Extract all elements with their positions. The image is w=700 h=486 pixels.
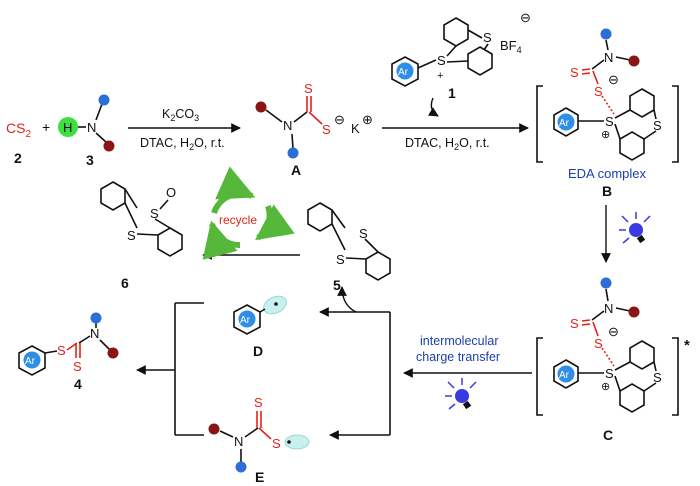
svg-text:*: * — [684, 337, 690, 354]
svg-text:⊖: ⊖ — [334, 112, 345, 127]
svg-text:S: S — [73, 359, 82, 374]
svg-text:K2CO3: K2CO3 — [162, 107, 199, 123]
svg-text:N: N — [604, 301, 613, 316]
svg-text:S: S — [605, 366, 614, 381]
light-bulb-icon — [619, 212, 651, 244]
svg-text:+: + — [437, 70, 443, 82]
svg-text:S: S — [150, 206, 159, 221]
svg-text:CS2: CS2 — [6, 120, 31, 140]
svg-text:S: S — [336, 252, 345, 267]
blue-substituent-dot — [98, 94, 110, 106]
compound-label-5: 5 — [333, 277, 341, 293]
compound-label-6: 6 — [121, 275, 129, 291]
compound-label-2: 2 — [14, 150, 22, 166]
compound-label-C: C — [603, 427, 613, 443]
svg-text:S: S — [57, 343, 66, 358]
svg-text:N: N — [604, 50, 613, 65]
light-bulb-icon — [445, 378, 477, 410]
svg-text:Ar: Ar — [240, 315, 251, 326]
compound-label-E: E — [255, 469, 264, 485]
svg-text:Ar: Ar — [559, 370, 570, 381]
compound-label-A: A — [291, 162, 301, 178]
svg-text:N: N — [234, 434, 243, 449]
svg-text:Ar: Ar — [25, 356, 36, 367]
recycle-icon: recycle — [202, 166, 295, 260]
thianthrene-5: S S 5 — [307, 202, 391, 293]
svg-text:⊕: ⊕ — [601, 129, 610, 141]
radical-orbital-icon — [284, 434, 310, 450]
svg-text:S: S — [483, 30, 492, 45]
thianthrene-oxide-6: S O S 6 — [100, 181, 183, 291]
svg-text:⊕: ⊕ — [362, 112, 373, 127]
svg-text:⊖: ⊖ — [608, 72, 619, 87]
cs2-reactant: CS2 2 — [6, 120, 31, 166]
intermediate-C: * N S S ⊖ Ar S ⊕ S C — [536, 277, 690, 443]
intermediate-B: N S S ⊖ Ar S ⊕ S EDA complex B — [536, 28, 679, 199]
svg-text:S: S — [322, 122, 331, 137]
svg-text:O: O — [166, 185, 176, 200]
charge-transfer-arrow: intermolecular charge transfer — [403, 334, 532, 410]
svg-text:S: S — [304, 81, 313, 96]
thianthrenium-salt-1: Ar S + S ⊖ BF4 1 — [391, 10, 531, 101]
step2-arrow: DTAC, H2O, r.t. — [382, 97, 529, 152]
compound-label-B: B — [602, 183, 612, 199]
svg-text:S: S — [594, 336, 603, 351]
step1-arrow: K2CO3 DTAC, H2O, r.t. — [128, 107, 241, 152]
svg-text:⊕: ⊕ — [601, 381, 610, 393]
svg-text:S: S — [359, 226, 368, 241]
svg-text:charge transfer: charge transfer — [416, 350, 500, 364]
svg-text:S: S — [653, 370, 662, 385]
svg-text:S: S — [605, 114, 614, 129]
svg-text:Ar: Ar — [398, 67, 409, 78]
product-4: Ar S S N 4 — [18, 312, 119, 392]
svg-text:N: N — [90, 326, 99, 341]
compound-label-D: D — [253, 343, 263, 359]
svg-text:S: S — [437, 53, 446, 68]
svg-text:BF4: BF4 — [500, 38, 522, 55]
recycle-text: recycle — [219, 213, 257, 227]
svg-text:S: S — [570, 65, 579, 80]
compound-label-4: 4 — [74, 376, 82, 392]
svg-text:N: N — [283, 118, 292, 133]
intermediate-A: N S S ⊖ K ⊕ A — [255, 81, 373, 178]
svg-text:S: S — [570, 316, 579, 331]
svg-text:intermolecular: intermolecular — [420, 334, 499, 348]
h-highlight-circle — [58, 117, 78, 137]
photoexcitation-arrow — [601, 205, 651, 263]
radical-coupling-arrow — [136, 302, 204, 436]
compound-label-1: 1 — [448, 85, 456, 101]
plus-sign: + — [42, 119, 50, 135]
svg-text:DTAC, H2O, r.t.: DTAC, H2O, r.t. — [405, 136, 490, 152]
svg-text:S: S — [254, 395, 263, 410]
svg-text:⊖: ⊖ — [608, 324, 619, 339]
dithiocarbamyl-radical-E: N S S E — [208, 395, 310, 485]
svg-text:S: S — [127, 228, 136, 243]
svg-text:S: S — [594, 84, 603, 99]
svg-text:N: N — [87, 120, 96, 135]
svg-text:S: S — [272, 436, 281, 451]
red-substituent-dot — [103, 140, 115, 152]
svg-text:S: S — [653, 118, 662, 133]
compound-label-3: 3 — [86, 152, 94, 168]
svg-text:H: H — [63, 120, 72, 135]
aryl-radical-D: Ar D — [233, 295, 287, 359]
svg-text:DTAC, H2O, r.t.: DTAC, H2O, r.t. — [140, 136, 225, 152]
svg-text:K: K — [351, 121, 360, 136]
fragmentation-arrows — [319, 286, 391, 440]
amine-reactant: H N 3 — [58, 94, 115, 168]
eda-complex-caption: EDA complex — [568, 166, 647, 181]
svg-text:⊖: ⊖ — [520, 10, 531, 25]
svg-text:Ar: Ar — [559, 118, 570, 129]
